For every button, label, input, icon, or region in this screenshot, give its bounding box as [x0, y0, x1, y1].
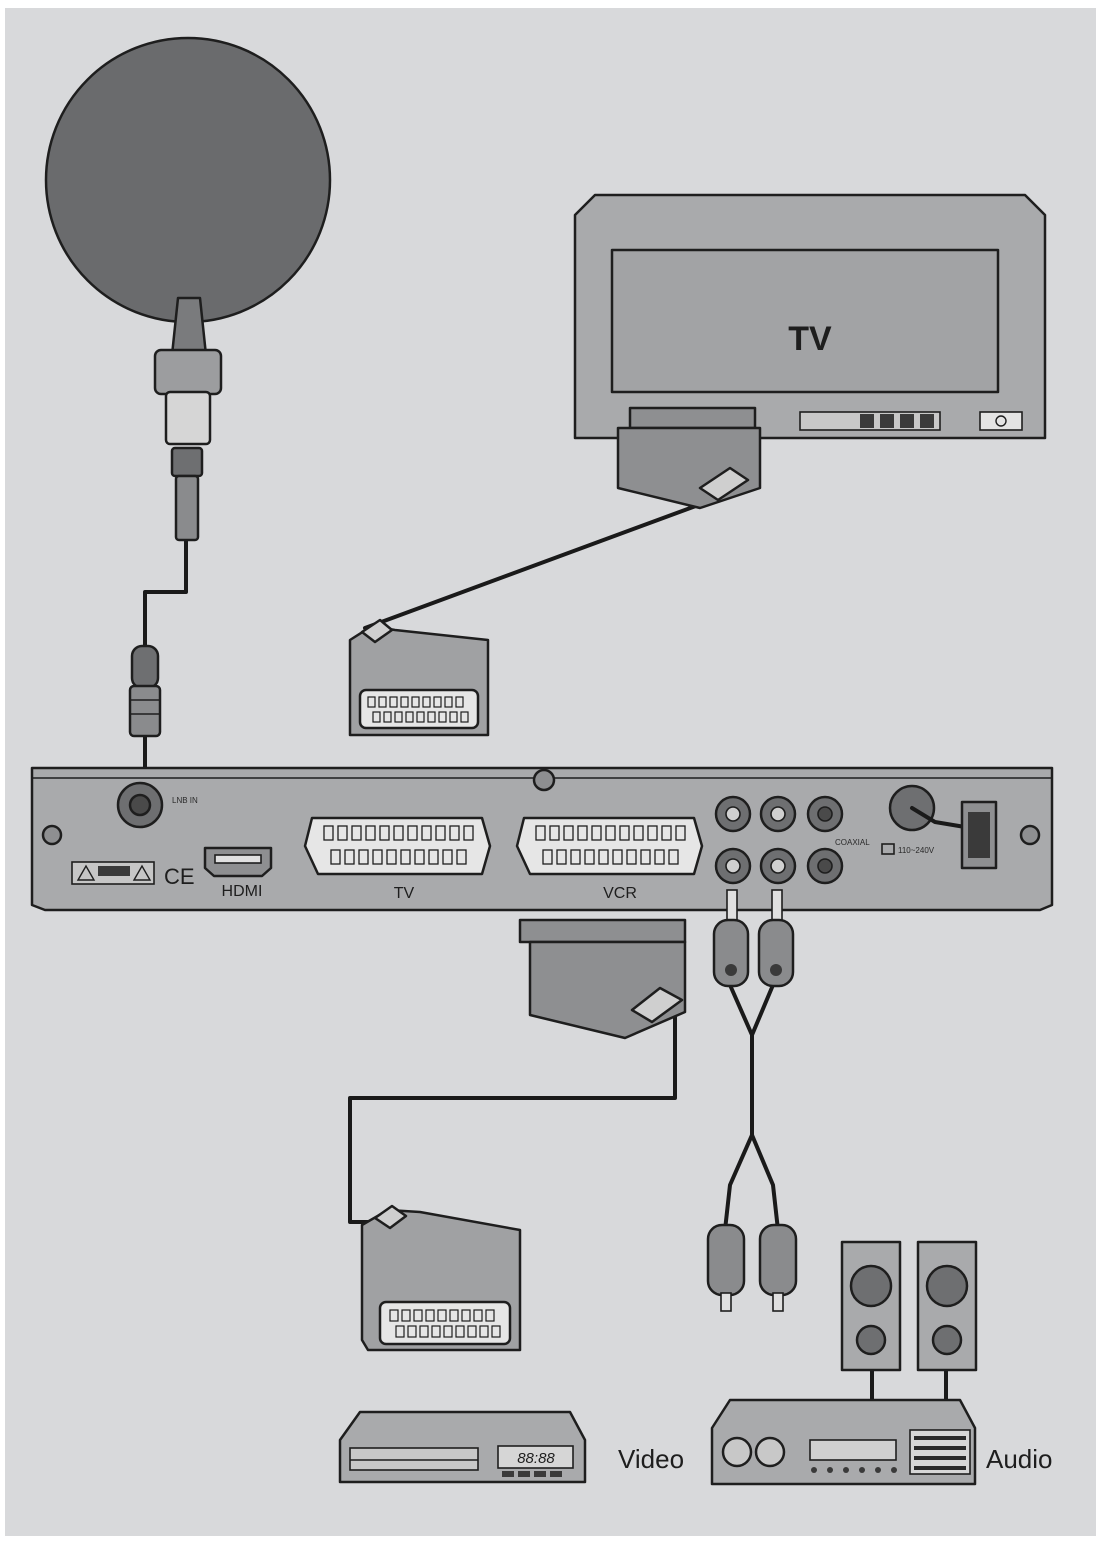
ce-mark: CE [164, 864, 195, 889]
rca-connector-icon [706, 1223, 798, 1312]
tv-icon: TV [573, 193, 1047, 440]
tv-power-button [979, 411, 1023, 431]
amplifier-icon [710, 1398, 977, 1486]
f-connector-icon [128, 644, 162, 738]
video-label: Video [618, 1444, 684, 1474]
power-label: 110~240V [898, 846, 935, 855]
audio-label: Audio [986, 1444, 1053, 1474]
tv-screen [610, 248, 1000, 394]
scart-connector-icon [360, 1204, 522, 1352]
tv-scart-label: TV [394, 885, 415, 902]
speaker-icon [916, 1240, 978, 1372]
vcr-scart-label: VCR [603, 885, 637, 902]
vcr-display: 88:88 [517, 1450, 555, 1467]
cables [143, 498, 948, 1404]
tv-screen-label: TV [788, 320, 832, 358]
rca-connector-icon [712, 889, 795, 988]
scart-connector-icon [348, 618, 490, 737]
lnb-label: LNB IN [172, 796, 198, 805]
vcr-icon: 88:88 [338, 1410, 587, 1484]
coaxial-label: COAXIAL [835, 838, 870, 847]
satellite-dish-icon [44, 36, 332, 542]
rca-jacks [714, 795, 844, 885]
scart-connector-icon [518, 918, 687, 1040]
hdmi-label: HDMI [222, 883, 263, 900]
receiver-rear-panel: LNB IN CE HDMI TV VCR [30, 766, 1054, 912]
speaker-icon [840, 1240, 902, 1372]
scart-connector-icon [616, 406, 762, 510]
